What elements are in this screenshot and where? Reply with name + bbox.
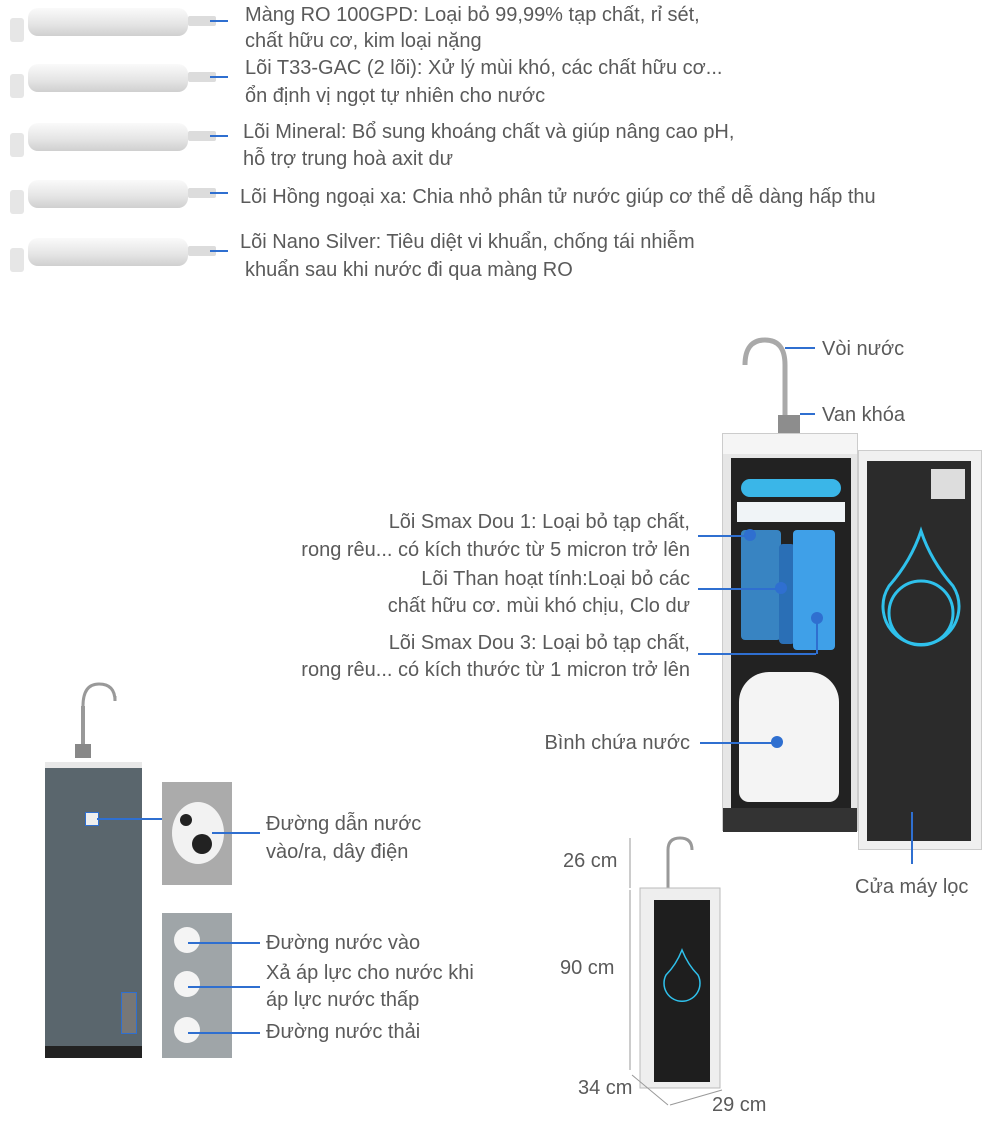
smax3-label: rong rêu... có kích thước từ 1 micron tr… <box>301 659 690 681</box>
machine-door[interactable] <box>858 450 982 850</box>
ro-membrane-filter-image <box>10 2 228 42</box>
smax3-label: Lõi Smax Dou 3: Loại bỏ tạp chất, <box>388 632 690 654</box>
water-drop-icon <box>881 526 961 647</box>
dimension-height-label: 90 cm <box>560 957 615 979</box>
filter-desc: Lõi Nano Silver: Tiêu diệt vi khuẩn, chố… <box>240 231 695 253</box>
side-faucet-icon <box>75 682 117 758</box>
nano-silver-filter-image <box>10 232 228 272</box>
filter-desc: chất hữu cơ, kim loại nặng <box>245 30 482 52</box>
valve-label: Van khóa <box>822 404 906 426</box>
filter-desc: hỗ trợ trung hoà axit dư <box>243 148 453 170</box>
dimension-drawing <box>629 836 723 1106</box>
ports-label: vào/ra, dây điện <box>266 841 409 863</box>
door-label: Cửa máy lọc <box>855 876 969 898</box>
filter-desc: khuẩn sau khi nước đi qua màng RO <box>245 259 573 281</box>
faucet-icon <box>742 337 800 433</box>
dimension-width-label: 29 cm <box>712 1094 767 1116</box>
filter-desc: Lõi Mineral: Bổ sung khoáng chất và giúp… <box>243 121 735 143</box>
dimension-depth-label: 34 cm <box>578 1077 633 1099</box>
side-cabinet <box>45 762 142 1058</box>
pressure-label: Xả áp lực cho nước khi <box>266 962 474 984</box>
carbon-label: Lõi Than hoạt tính:Loại bỏ các <box>421 568 690 590</box>
smax1-label: rong rêu... có kích thước từ 5 micron tr… <box>301 539 690 561</box>
t33-gac-filter-image <box>10 58 228 98</box>
inlet-label: Đường nước vào <box>266 932 421 954</box>
filter-desc: Lõi T33-GAC (2 lõi): Xử lý mùi khó, các … <box>245 57 723 79</box>
tank-label: Bình chứa nước <box>544 732 690 754</box>
ports-label: Đường dẫn nước <box>266 813 422 835</box>
waste-label: Đường nước thải <box>266 1021 421 1043</box>
pressure-label: áp lực nước thấp <box>266 989 420 1011</box>
filter-desc: Màng RO 100GPD: Loại bỏ 99,99% tạp chất,… <box>245 4 700 26</box>
ports-closeup <box>162 782 232 885</box>
far-infrared-filter-image <box>10 174 228 214</box>
carbon-label: chất hữu cơ. mùi khó chịu, Clo dư <box>387 595 690 617</box>
smax1-label: Lõi Smax Dou 1: Loại bỏ tạp chất, <box>388 511 690 533</box>
filter-desc: Lõi Hồng ngoại xa: Chia nhỏ phân tử nước… <box>240 186 876 208</box>
mineral-filter-image <box>10 117 228 157</box>
dimension-top-label: 26 cm <box>563 850 618 872</box>
filter-cabinet <box>722 433 858 832</box>
valves-closeup <box>162 913 232 1058</box>
faucet-label: Vòi nước <box>822 338 905 360</box>
filter-desc: ổn định vị ngọt tự nhiên cho nước <box>245 85 546 107</box>
